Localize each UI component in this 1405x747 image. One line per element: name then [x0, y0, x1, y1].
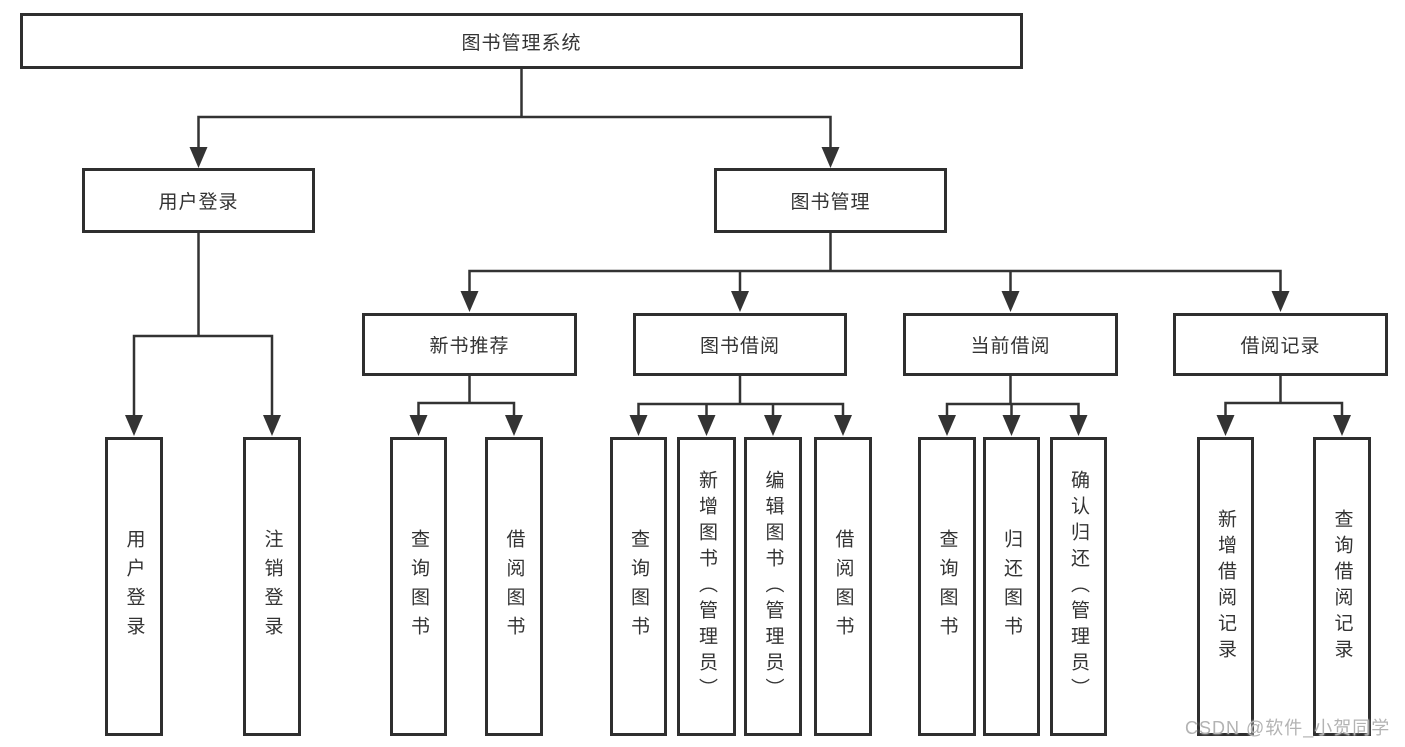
- node-book-management: 图书管理: [714, 168, 947, 233]
- arrowhead-down: [1271, 291, 1290, 312]
- arrowhead-down: [938, 415, 956, 436]
- node-user-login: 用户登录: [82, 168, 315, 233]
- arrowheads: [125, 147, 1351, 436]
- arrowhead-down: [1069, 415, 1088, 436]
- node-query-books-borrow: 查询图书: [610, 437, 667, 736]
- node-query-books-recommend: 查询图书: [390, 437, 447, 736]
- arrowhead-down: [764, 415, 782, 436]
- arrowhead-down: [460, 291, 479, 312]
- connector-root-to-level2: [197, 67, 832, 159]
- arrowhead-down: [263, 415, 281, 436]
- node-current-borrow: 当前借阅: [903, 313, 1118, 376]
- arrowhead-down: [697, 415, 716, 436]
- node-library-management-system: 图书管理系统: [20, 13, 1023, 69]
- connector-user-branch: [132, 231, 274, 427]
- arrowhead-down: [1002, 415, 1021, 436]
- node-edit-book-admin: 编辑图书（管理员）: [744, 437, 802, 736]
- connector-book-to-level3: [468, 231, 1282, 303]
- node-query-books-current: 查询图书: [918, 437, 976, 736]
- node-new-book-recommend: 新书推荐: [362, 313, 577, 376]
- node-return-book: 归还图书: [983, 437, 1040, 736]
- connector-borrow-group: [637, 374, 845, 427]
- arrowhead-down: [821, 147, 840, 168]
- node-add-borrow-record: 新增借阅记录: [1197, 437, 1254, 736]
- connector-recommend-group: [417, 374, 516, 427]
- arrowhead-down: [409, 415, 428, 436]
- node-query-borrow-record: 查询借阅记录: [1313, 437, 1371, 736]
- arrowhead-down: [505, 415, 523, 436]
- connector-paths: [132, 67, 1344, 427]
- arrowhead-down: [189, 147, 208, 168]
- node-user-login-leaf: 用户登录: [105, 437, 163, 736]
- node-book-borrow: 图书借阅: [633, 313, 847, 376]
- node-borrow-books-leaf: 借阅图书: [814, 437, 872, 736]
- arrowhead-down: [1216, 415, 1235, 436]
- arrowhead-down: [1001, 291, 1020, 312]
- node-add-book-admin: 新增图书（管理员）: [677, 437, 736, 736]
- arrowhead-down: [834, 415, 852, 436]
- arrowhead-down: [731, 291, 749, 312]
- node-logout-leaf: 注销登录: [243, 437, 301, 736]
- connector-current-group: [945, 374, 1080, 427]
- arrowhead-down: [1333, 415, 1351, 436]
- node-borrow-records: 借阅记录: [1173, 313, 1388, 376]
- arrowhead-down: [629, 415, 648, 436]
- node-confirm-return-admin: 确认归还（管理员）: [1050, 437, 1107, 736]
- connector-records-group: [1224, 374, 1344, 427]
- arrowhead-down: [125, 415, 143, 436]
- node-borrow-books-recommend: 借阅图书: [485, 437, 543, 736]
- watermark: CSDN @软件_小贺同学: [1185, 718, 1391, 738]
